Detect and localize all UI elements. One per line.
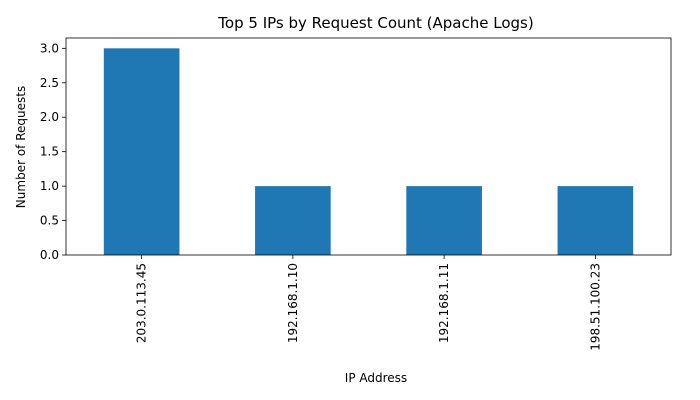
bar-198-51-100-23 bbox=[557, 186, 634, 255]
x-tick-label: 192.168.1.10 bbox=[286, 263, 300, 343]
bar-192-168-1-10 bbox=[255, 186, 331, 255]
y-ticks-group: 0.0 0.5 1.0 1.5 2.0 2.5 3.0 bbox=[40, 41, 66, 262]
plot-frame bbox=[65, 37, 672, 256]
x-tick-label: 192.168.1.11 bbox=[437, 263, 451, 343]
x-ticks-group: 203.0.113.45 192.168.1.10 192.168.1.11 198.… bbox=[135, 255, 602, 351]
bar-203-0-113-45 bbox=[103, 48, 180, 256]
bars-group bbox=[103, 48, 634, 256]
y-tick-label: 0.0 bbox=[40, 248, 59, 262]
x-axis-label: IP Address bbox=[345, 371, 407, 385]
bar-192-168-1-11 bbox=[406, 186, 482, 255]
chart-title: Top 5 IPs by Request Count (Apache Logs) bbox=[217, 14, 533, 32]
y-tick-label: 2.0 bbox=[40, 110, 59, 124]
y-tick-label: 1.5 bbox=[40, 145, 59, 159]
x-tick-label: 198.51.100.23 bbox=[588, 263, 602, 351]
y-tick-label: 2.5 bbox=[40, 76, 59, 90]
y-tick-label: 0.5 bbox=[40, 214, 59, 228]
y-tick-label: 1.0 bbox=[40, 179, 59, 193]
y-tick-label: 3.0 bbox=[40, 41, 59, 55]
x-tick-label: 203.0.113.45 bbox=[135, 263, 149, 343]
y-axis-label: Number of Requests bbox=[14, 86, 28, 208]
